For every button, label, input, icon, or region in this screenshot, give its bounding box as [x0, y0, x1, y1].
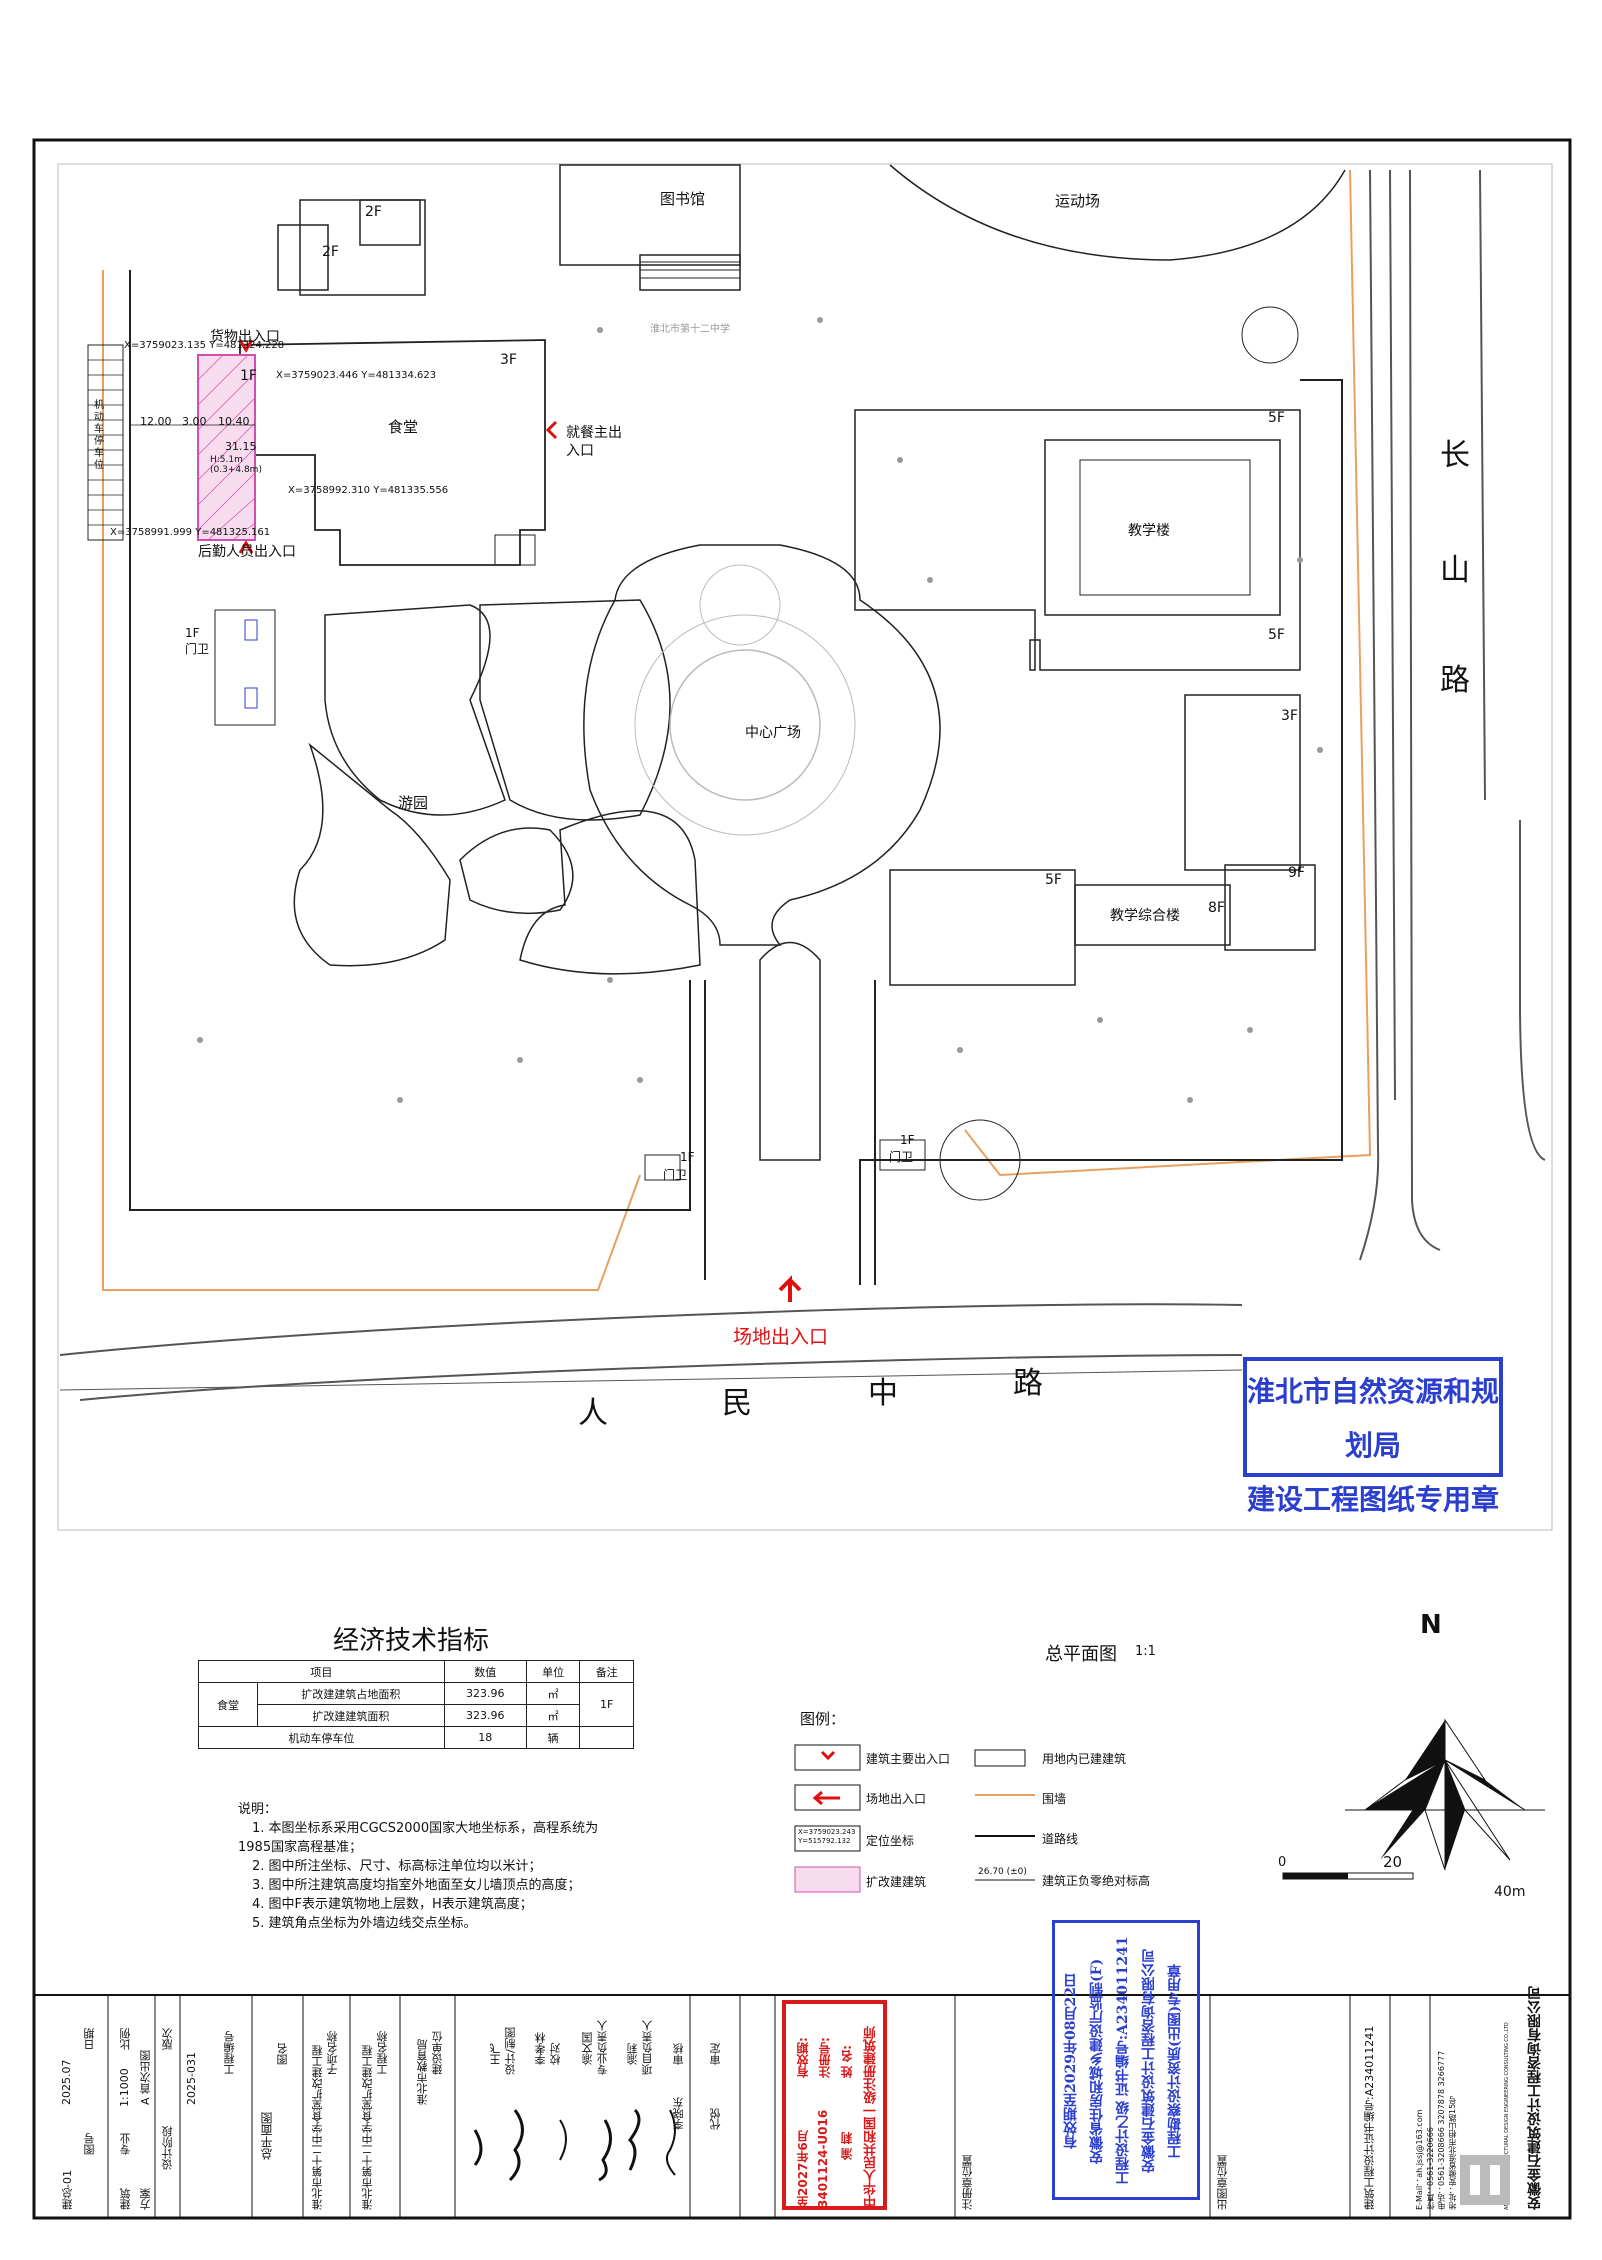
height-label: H:5.1m (0.3+4.8m): [210, 455, 262, 475]
notes: 说明： 1. 本图坐标系采用CGCS2000国家大地坐标系，高程系统为 1985…: [238, 1802, 599, 1931]
canteen-building: [239, 339, 546, 566]
dimension-label: 12.00: [140, 415, 172, 428]
sports-field-label: 运动场: [1055, 192, 1101, 210]
site-entrance-label: 场地出入口: [733, 1326, 829, 1348]
floor-label: 1F: [900, 1133, 915, 1147]
legend-symbols: [794, 1744, 1035, 1893]
gate-guard-label: 门卫: [185, 642, 210, 656]
company-logo: [1460, 2155, 1510, 2205]
parking-label: 机动车停车位: [94, 400, 104, 471]
gate-guard-label: 门卫: [889, 1150, 914, 1164]
license-no: 建筑工程设计证书编号:A234011241: [1363, 2025, 1376, 2210]
dimension-label: 31.15: [225, 440, 257, 453]
teaching-building-label: 教学楼: [1128, 523, 1170, 539]
coordinate-label: X=3759023.446 Y=481334.623: [276, 370, 437, 381]
table-header: 单位: [525, 1660, 581, 1683]
school-label: 淮北市第十二中学: [650, 324, 730, 335]
coordinate-label: X=3758991.999 Y=481325.161: [110, 527, 271, 538]
floor-label: 1F: [680, 1150, 695, 1164]
library-label: 图书馆: [660, 190, 706, 208]
table-row: 机动车停车位 18 辆: [198, 1726, 634, 1749]
road-name-char: 山: [1440, 553, 1472, 588]
garden: [324, 604, 506, 816]
company-name: 安徽金石建筑设计工程咨询有限公司: [1527, 1986, 1543, 2210]
teaching-building: [854, 409, 1301, 671]
comprehensive-building: [1184, 694, 1301, 871]
table-row: 食堂 扩改建建筑占地面积 323.96 ㎡ 1F: [198, 1682, 634, 1727]
title-block-frame: [107, 1995, 1431, 2218]
dining-entrance-label: 就餐主出入口: [566, 425, 622, 459]
legend-elev-sample: 26.70 (±0): [978, 1867, 1027, 1877]
comprehensive-building-label: 教学综合楼: [1110, 908, 1180, 924]
scale-mid: 20: [1383, 1853, 1403, 1871]
road-line: [59, 1303, 1243, 1356]
sheet-frame: [32, 138, 1572, 2220]
floor-label: 5F: [1045, 872, 1062, 888]
drawing-scale: 1:1: [1135, 1644, 1156, 1659]
coordinate-label: X=3758992.310 Y=481335.556: [288, 485, 449, 496]
road-name-char: 民: [722, 1386, 754, 1421]
planning-bureau-stamp: 淮北市自然资源和规划局 建设工程图纸专用章: [1243, 1357, 1503, 1516]
drawing-title: 总平面图: [1045, 1644, 1117, 1665]
stamp-line: 淮北市自然资源和规划局: [1247, 1375, 1500, 1462]
design-qualification-stamp: 工程勘察设计资质(出图)专用章 安徽金石建筑设计工程咨询有限公司 工程设计乙级 …: [1052, 1920, 1200, 2200]
map-area: [57, 163, 1553, 1531]
road-name-char: 路: [1440, 663, 1472, 698]
signatures: [473, 2108, 676, 2182]
notes-title: 说明：: [238, 1802, 278, 1817]
floor-label: 5F: [1268, 410, 1285, 426]
expansion-building: [197, 354, 256, 541]
road-name-char: 长: [1440, 438, 1472, 473]
legend-title: 图例：: [800, 1710, 846, 1728]
dimension-label: 10.40: [218, 415, 250, 428]
table-header: 数值: [443, 1660, 527, 1683]
reg-stamp-label: 注册章位置: [961, 2155, 974, 2210]
dimension-label: 3.00: [182, 415, 207, 428]
floor-label: 1F: [185, 626, 200, 640]
floor-label: 1F: [240, 368, 257, 384]
stamp-line: 建设工程图纸专用章: [1247, 1483, 1500, 1516]
road-name-char: 中: [868, 1376, 900, 1411]
gate-guard-label: 门卫: [663, 1168, 688, 1182]
floor-label: 2F: [322, 244, 339, 260]
table-row: 扩改建建筑面积 323.96 ㎡: [199, 1704, 634, 1727]
site-boundary: [102, 270, 641, 1291]
north-label: N: [1420, 1610, 1442, 1640]
library-building: [559, 164, 741, 266]
table-header-row: 项目 数值 单位 备注: [198, 1660, 634, 1683]
site-entrance-arrow: [778, 1275, 802, 1302]
architect-stamp: 中华人民共和国一级注册建筑师 姓 名: 渝 莉 注册号: 3401124-U01…: [782, 2000, 887, 2210]
floor-label: 8F: [1208, 900, 1225, 916]
floor-label: 9F: [1288, 865, 1305, 881]
canteen-label: 食堂: [388, 418, 419, 436]
econ-table: 项目 数值 单位 备注 食堂 扩改建建筑占地面积 323.96 ㎡ 1F 扩改建…: [198, 1660, 634, 1749]
dining-entrance-arrow: [545, 420, 558, 440]
cargo-entrance-arrow: [238, 339, 254, 353]
back-entrance-arrow: [238, 540, 254, 554]
floor-label: 3F: [500, 352, 517, 368]
econ-table-title: 经济技术指标: [333, 1626, 490, 1656]
sports-field: [889, 164, 1346, 261]
coordinate-label: X=3759023.135 Y=481324.228: [124, 340, 285, 351]
back-entrance-label: 后勤人员出入口: [198, 544, 296, 560]
dept-stamp-label: 出图章位置: [1216, 2155, 1229, 2210]
cargo-entrance-label: 货物出入口: [210, 329, 280, 345]
road-name-char: 人: [578, 1396, 610, 1431]
central-square-label: 中心广场: [745, 725, 801, 741]
central-square: [583, 544, 941, 946]
floor-label: 5F: [1268, 627, 1285, 643]
scale-zero: 0: [1278, 1855, 1287, 1870]
legend-coord-sample: X=3759023.243 Y=515792.132: [798, 1828, 856, 1845]
road-name-char: 路: [1013, 1366, 1045, 1401]
garden-label: 游园: [398, 794, 429, 812]
floor-label: 3F: [1281, 708, 1298, 724]
floor-label: 2F: [365, 204, 382, 220]
north-arrow: [1345, 1718, 1545, 1871]
scale-end: 40m: [1494, 1884, 1526, 1900]
table-header: 项目: [198, 1660, 445, 1683]
table-header: 备注: [579, 1660, 634, 1683]
